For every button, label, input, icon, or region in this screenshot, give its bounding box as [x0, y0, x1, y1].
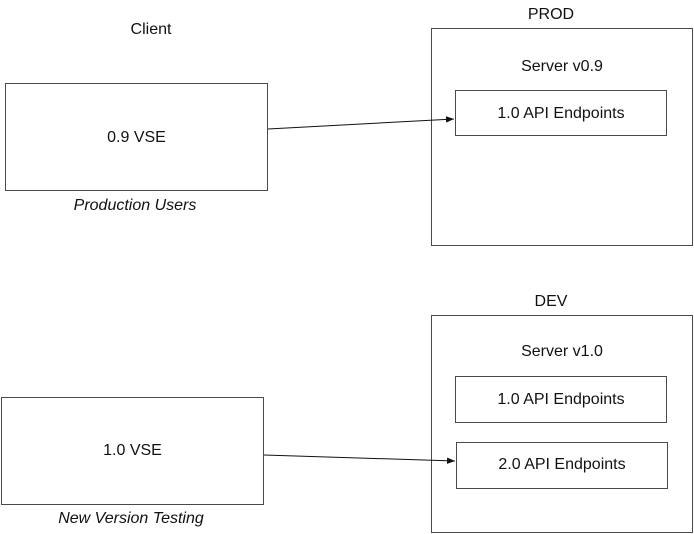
- client-heading: Client: [130, 21, 172, 38]
- prod-connector-arrow: [267, 116, 455, 130]
- prod-client-label: 0.9 VSE: [107, 129, 166, 146]
- prod-server-box: Server v0.9: [431, 28, 693, 246]
- dev-server-box: Server v1.0: [431, 315, 693, 533]
- dev-endpoint-2-box: 2.0 API Endpoints: [456, 442, 668, 489]
- dev-server-label: Server v1.0: [521, 343, 603, 360]
- dev-client-box: 1.0 VSE: [1, 397, 264, 505]
- dev-endpoint-1-box: 1.0 API Endpoints: [455, 376, 667, 423]
- dev-client-caption: New Version Testing: [58, 510, 204, 527]
- prod-endpoint-1-label: 1.0 API Endpoints: [497, 105, 625, 122]
- dev-endpoint-1-label: 1.0 API Endpoints: [497, 391, 625, 408]
- prod-server-label: Server v0.9: [521, 58, 603, 75]
- prod-client-box: 0.9 VSE: [5, 83, 268, 191]
- dev-heading: DEV: [534, 293, 568, 310]
- prod-endpoint-1-box: 1.0 API Endpoints: [455, 90, 667, 136]
- dev-endpoint-2-label: 2.0 API Endpoints: [498, 456, 626, 473]
- dev-connector-arrow: [263, 454, 456, 464]
- dev-client-label: 1.0 VSE: [103, 442, 162, 459]
- prod-heading: PROD: [527, 6, 575, 23]
- prod-client-caption: Production Users: [73, 197, 197, 214]
